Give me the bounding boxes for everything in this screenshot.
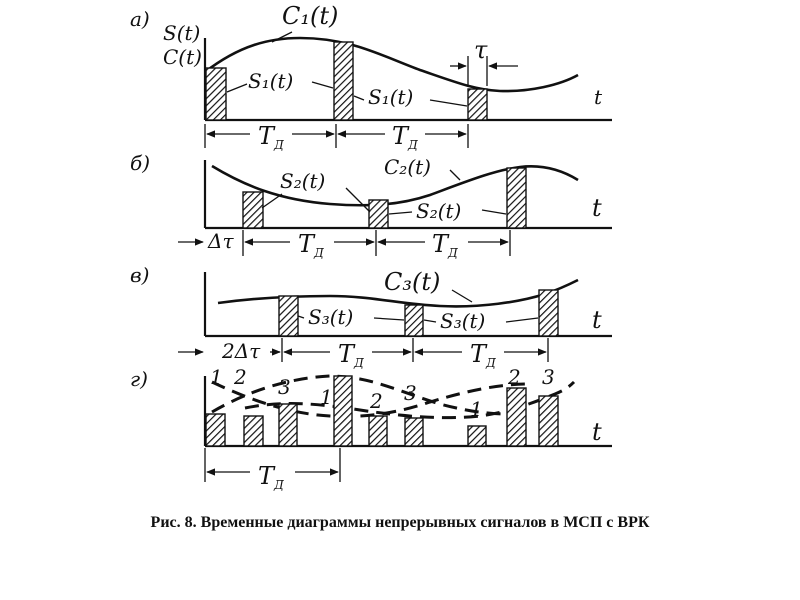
- channel-2-pulse: [368, 415, 388, 447]
- panel-b: б) S₂(t) C₂(t) S₂(t) t Δτ TД TД: [130, 151, 612, 260]
- channel-number: 3: [278, 375, 291, 399]
- t-label: t: [594, 85, 603, 109]
- channel-3-pulse: [404, 417, 424, 447]
- channel-2-pulse: [506, 387, 527, 447]
- s2-pulse: [242, 191, 264, 229]
- s2-pulse: [506, 167, 527, 229]
- s3-pulse: [404, 304, 424, 337]
- s2-leader: [388, 211, 413, 215]
- t-label: t: [592, 306, 602, 334]
- period-label: TД: [258, 462, 284, 492]
- s2-label: S₂(t): [416, 199, 461, 223]
- c3-leader: [451, 289, 473, 303]
- s3-pulse: [278, 295, 299, 337]
- s1-label: S₁(t): [368, 85, 413, 109]
- channel-1-pulse: [467, 425, 487, 447]
- period-label: TД: [338, 340, 364, 370]
- s2-label: S₂(t): [280, 169, 325, 193]
- channel-3-pulse: [538, 395, 559, 447]
- s3-pulse: [538, 289, 559, 337]
- s1-pulse: [467, 88, 488, 121]
- tau-label: τ: [474, 36, 488, 64]
- t-label: t: [592, 194, 602, 222]
- c2-curve: [211, 164, 579, 207]
- delta-label: Δτ: [207, 229, 234, 253]
- s1-leader: [429, 99, 468, 107]
- s1-label: S₁(t): [248, 69, 293, 93]
- delta-label: 2Δτ: [221, 339, 261, 363]
- c1-label: C₁(t): [282, 2, 338, 30]
- panel-v: в) C₃(t) S₃(t) S₃(t) t 2Δτ TД TД: [130, 263, 612, 370]
- channel-2-pulse: [243, 415, 264, 447]
- panel-a: а) S(t) C(t) C₁(t) S₁(t) S₁(t) τ t TД TД: [130, 2, 612, 152]
- figure-caption: Рис. 8. Временные диаграммы непрерывных …: [150, 514, 650, 531]
- y-axis-label-s: S(t): [163, 21, 200, 45]
- panel-v-letter: в): [130, 263, 149, 287]
- channel-3-pulse: [278, 403, 298, 447]
- s1-leader: [353, 95, 365, 101]
- s1-pulse: [333, 41, 354, 121]
- panel-g-letter: г): [130, 367, 148, 391]
- channel-number: 2: [369, 389, 383, 413]
- c3-label: C₃(t): [384, 268, 440, 296]
- t-label: t: [592, 418, 602, 446]
- s3-leader: [297, 315, 305, 319]
- s2-leader: [481, 209, 507, 215]
- s2-pulse: [368, 199, 389, 229]
- s1-leader: [226, 83, 248, 93]
- period-label: TД: [298, 230, 324, 260]
- c2-leader: [449, 169, 461, 181]
- channel-number: 2: [507, 365, 521, 389]
- period-label: TД: [470, 340, 496, 370]
- period-label: TД: [392, 122, 418, 152]
- channel-number: 3: [404, 381, 417, 405]
- s3-leader: [423, 319, 437, 323]
- s2-leader: [261, 193, 283, 209]
- c2-label: C₂(t): [384, 155, 431, 179]
- channel-3-dashed-curve: [244, 380, 576, 420]
- channel-1-dashed-curve: [211, 374, 511, 416]
- s3-leader: [373, 317, 405, 321]
- panel-b-letter: б): [130, 151, 150, 175]
- period-label: TД: [258, 122, 284, 152]
- panel-g: г) 1 2 3 1 2 3 1 2 3 t TД: [130, 365, 612, 492]
- c1-curve: [204, 36, 579, 93]
- channel-number: 1: [210, 365, 223, 389]
- y-axis-label-c: C(t): [163, 45, 202, 69]
- channel-number: 1: [470, 397, 483, 421]
- panel-a-letter: а): [130, 7, 150, 31]
- channel-number: 1: [320, 385, 333, 409]
- s1-pulse: [205, 67, 227, 121]
- s3-leader: [505, 317, 539, 323]
- s2-leader: [345, 187, 371, 213]
- period-label: TД: [432, 230, 458, 260]
- s1-leader: [311, 81, 334, 89]
- channel-1-pulse: [333, 375, 353, 447]
- c1-leader: [271, 31, 293, 43]
- s3-label: S₃(t): [440, 309, 485, 333]
- channel-number: 3: [542, 365, 555, 389]
- channel-1-pulse: [205, 413, 226, 447]
- s3-label: S₃(t): [308, 305, 353, 329]
- channel-number: 2: [233, 365, 247, 389]
